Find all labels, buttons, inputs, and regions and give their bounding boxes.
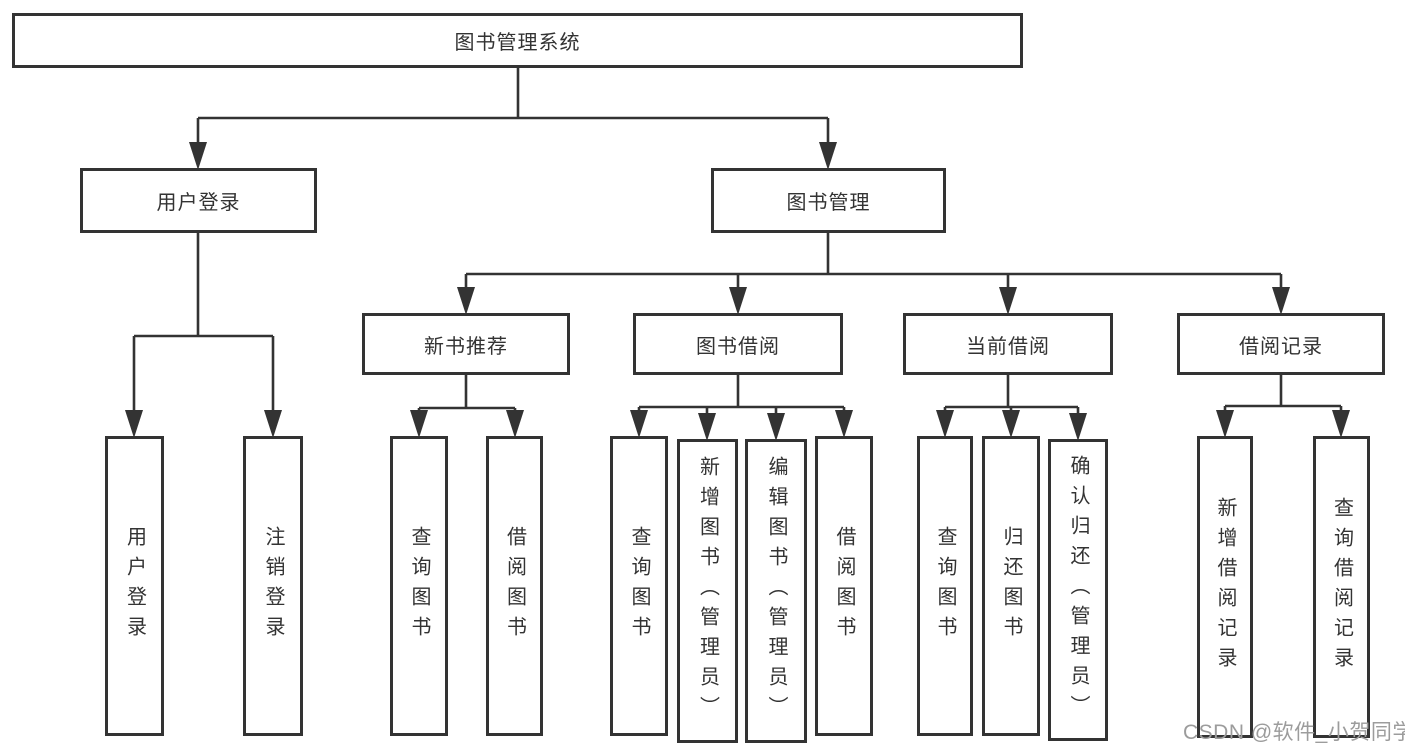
watermark-text: CSDN @软件_小贺同学 (1183, 721, 1405, 744)
leaf-label: 确认归还（管理员） (1067, 455, 1089, 725)
leaf-label: 归还图书 (1000, 526, 1022, 646)
leaf-query-books-recommend: 查询图书 (390, 436, 448, 736)
leaf-query-books-borrowing: 查询图书 (610, 436, 668, 736)
leaf-label: 查询图书 (628, 526, 650, 646)
leaf-query-borrow-record: 查询借阅记录 (1313, 436, 1370, 738)
leaf-label: 新增图书（管理员） (696, 456, 719, 726)
leaf-borrow-books-recommend: 借阅图书 (486, 436, 543, 736)
leaf-label: 查询图书 (408, 526, 430, 646)
leaf-add-book-admin: 新增图书（管理员） (677, 439, 738, 743)
node-current-borrowing: 当前借阅 (903, 313, 1113, 375)
leaf-label: 用户登录 (123, 526, 146, 646)
leaf-label: 查询借阅记录 (1330, 497, 1353, 677)
leaf-borrow-books-borrowing: 借阅图书 (815, 436, 873, 736)
leaf-return-books: 归还图书 (982, 436, 1040, 736)
leaf-user-login: 用户登录 (105, 436, 164, 736)
node-user-login: 用户登录 (80, 168, 317, 233)
leaf-label: 注销登录 (262, 526, 284, 646)
leaf-edit-book-admin: 编辑图书（管理员） (745, 439, 807, 743)
leaf-label: 新增借阅记录 (1214, 497, 1236, 677)
leaf-confirm-return-admin: 确认归还（管理员） (1048, 439, 1108, 741)
leaf-logout: 注销登录 (243, 436, 303, 736)
leaf-label: 编辑图书（管理员） (765, 456, 787, 726)
node-new-book-recommend: 新书推荐 (362, 313, 570, 375)
node-book-borrowing: 图书借阅 (633, 313, 843, 375)
node-borrowing-records: 借阅记录 (1177, 313, 1385, 375)
leaf-label: 借阅图书 (833, 526, 855, 646)
node-book-management: 图书管理 (711, 168, 946, 233)
leaf-label: 查询图书 (934, 526, 956, 646)
leaf-add-borrow-record: 新增借阅记录 (1197, 436, 1253, 738)
leaf-query-books-current: 查询图书 (917, 436, 973, 736)
leaf-label: 借阅图书 (503, 526, 526, 646)
node-root: 图书管理系统 (12, 13, 1023, 68)
